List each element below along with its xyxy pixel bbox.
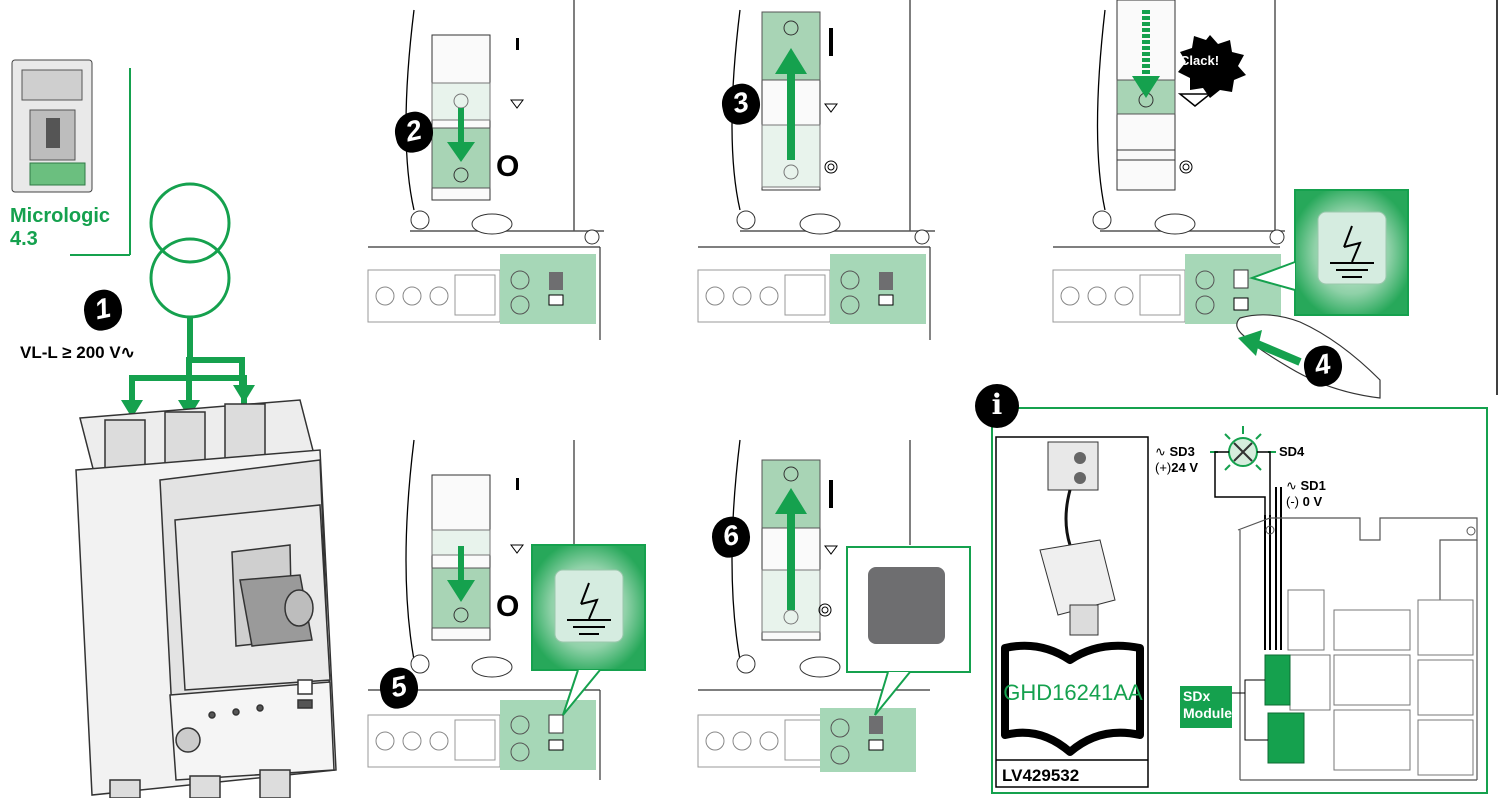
sd3-voltage-value: 24 V bbox=[1171, 460, 1198, 475]
doc-reference: GHD16241AA bbox=[1002, 680, 1144, 706]
panel-step-3 bbox=[698, 0, 935, 340]
model-version: 4.3 bbox=[10, 228, 110, 251]
sd3-sign: (+) bbox=[1155, 460, 1171, 475]
clack-text: Clack! bbox=[1180, 53, 1219, 68]
voltage-feed-lines bbox=[132, 317, 244, 405]
panel-step-2 bbox=[368, 0, 604, 340]
voltage-label: VL-L ≥ 200 V∿ bbox=[20, 343, 135, 363]
info-panel bbox=[975, 384, 1487, 793]
module-label-line1: SDx bbox=[1183, 688, 1232, 705]
sd4-terminal-label: SD4 bbox=[1279, 444, 1304, 459]
module-label-line2: Module bbox=[1183, 705, 1232, 722]
sd1-voltage: (-) 0 V bbox=[1286, 494, 1322, 509]
sd1-label: SD1 bbox=[1301, 478, 1326, 493]
status-indicator-off bbox=[868, 567, 945, 644]
sd1-sign: (-) bbox=[1286, 494, 1299, 509]
part-number: LV429532 bbox=[1002, 766, 1079, 786]
transformer-secondary-coil bbox=[151, 239, 229, 317]
micrologic-thumbnail bbox=[12, 60, 92, 192]
off-position-mark: O bbox=[496, 150, 519, 184]
panel-step-4 bbox=[1053, 0, 1408, 398]
sd1-voltage-value: 0 V bbox=[1303, 494, 1323, 509]
sd3-voltage: (+)24 V bbox=[1155, 460, 1198, 475]
panel-step-6 bbox=[698, 440, 970, 772]
micrologic-label: Micrologic 4.3 bbox=[10, 205, 110, 251]
sd1-terminal-label: ∿ SD1 bbox=[1286, 478, 1326, 494]
info-letter: i bbox=[985, 388, 1009, 421]
model-label: Micrologic bbox=[10, 205, 110, 228]
circuit-breaker-illustration bbox=[76, 400, 336, 798]
off-position-mark: O bbox=[496, 590, 519, 624]
sd3-terminal-label: ∿ SD3 bbox=[1155, 444, 1195, 460]
sdx-module-label: SDx Module bbox=[1183, 688, 1232, 722]
sd3-label: SD3 bbox=[1170, 444, 1195, 459]
